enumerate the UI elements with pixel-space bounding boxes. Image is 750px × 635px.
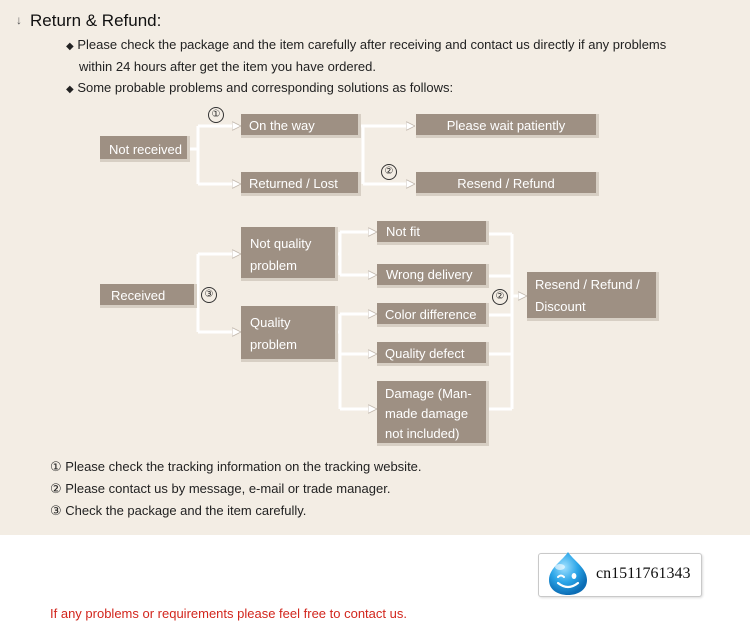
note-text: Please check the tracking information on…: [65, 459, 422, 474]
page-title: Return & Refund:: [30, 11, 162, 30]
note-text: Check the package and the item carefully…: [65, 503, 307, 518]
diamond-bullet-icon: ◆: [66, 41, 74, 52]
node-resend-refund-discount: Resend / Refund / Discount: [527, 272, 659, 321]
marker-2-quality: ②: [492, 289, 508, 305]
node-label-line: Quality: [250, 315, 291, 330]
node-label-line: made damage: [385, 406, 469, 421]
node-received: Received: [100, 284, 197, 308]
node-not-fit: Not fit: [377, 221, 489, 245]
note-marker: ③: [50, 503, 62, 518]
node-returned-lost: Returned / Lost: [241, 172, 361, 196]
note-marker: ②: [50, 481, 62, 496]
node-label-line: Damage (Man-: [385, 386, 472, 401]
node-label-line: problem: [250, 258, 297, 273]
node-not-quality-problem: Not quality problem: [241, 227, 338, 281]
node-quality-problem: Quality problem: [241, 306, 338, 362]
node-please-wait-patiently: Please wait patiently: [416, 114, 599, 138]
node-resend-refund: Resend / Refund: [416, 172, 599, 196]
smiley-drop-icon: [549, 552, 587, 595]
node-label-line: not included): [385, 426, 460, 441]
marker-3: ③: [201, 287, 217, 303]
bullet-item-1-continued: within 24 hours after get the item you h…: [79, 59, 377, 74]
diamond-bullet-icon: ◆: [66, 84, 74, 95]
node-not-received: Not received: [100, 136, 190, 162]
bullet-item-2: ◆ Some probable problems and correspondi…: [66, 80, 453, 98]
node-label-line: Resend / Refund /: [535, 277, 640, 292]
note-2: ② Please contact us by message, e-mail o…: [50, 481, 390, 497]
node-wrong-delivery: Wrong delivery: [377, 264, 489, 288]
node-quality-defect: Quality defect: [377, 342, 489, 366]
contact-id: cn1511761343: [596, 565, 691, 582]
node-damage: Damage (Man- made damage not included): [377, 381, 489, 446]
note-text: Please contact us by message, e-mail or …: [65, 481, 391, 496]
node-label-line: Discount: [535, 299, 586, 314]
node-on-the-way: On the way: [241, 114, 361, 138]
marker-1: ①: [208, 107, 224, 123]
bullet-text: Please check the package and the item ca…: [77, 37, 667, 52]
bullet-item-1: ◆ Please check the package and the item …: [66, 37, 666, 55]
node-label-line: problem: [250, 337, 297, 352]
marker-2: ②: [381, 164, 397, 180]
contact-badge[interactable]: cn1511761343: [538, 552, 702, 597]
title-arrow-icon: ↓: [16, 13, 22, 27]
note-3: ③ Check the package and the item careful…: [50, 503, 306, 519]
contact-invitation-text: If any problems or requirements please f…: [50, 606, 407, 621]
node-color-difference: Color difference: [377, 303, 489, 327]
bullet-text: Some probable problems and corresponding…: [77, 80, 454, 95]
note-marker: ①: [50, 459, 62, 474]
note-1: ① Please check the tracking information …: [50, 459, 422, 475]
return-refund-panel: [0, 0, 750, 535]
node-label-line: Not quality: [250, 236, 312, 251]
